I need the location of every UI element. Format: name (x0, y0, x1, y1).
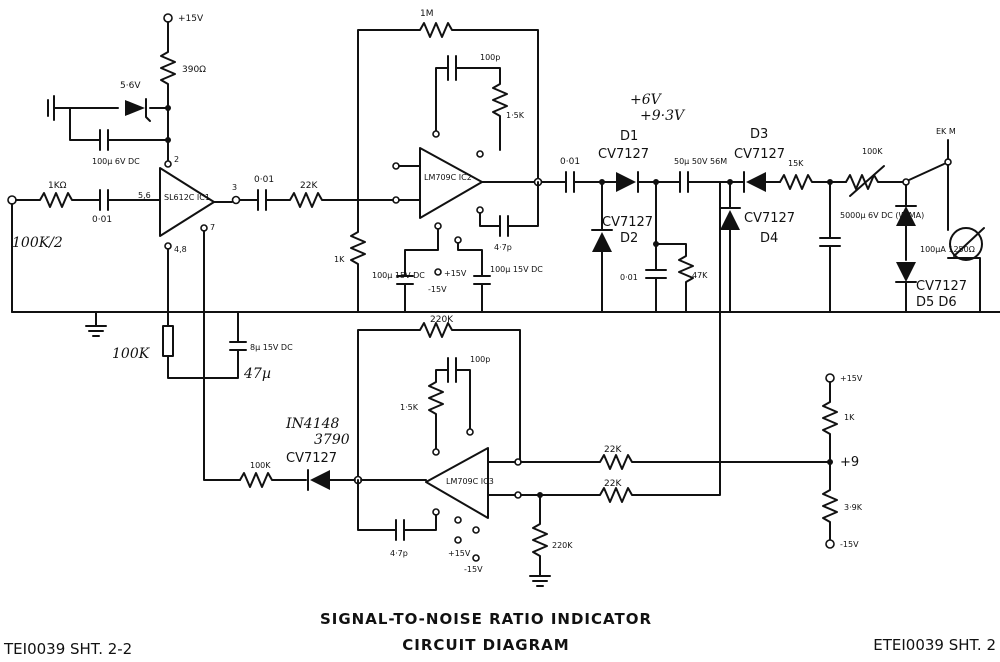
d6-diode-symbol (896, 262, 916, 282)
ic1-amplifier (159, 167, 215, 237)
meter-symbol (949, 227, 983, 261)
ic3-r15k-label: 1·5K (400, 403, 419, 412)
bias-divider: +15V 1K +9 3·9K -15V (822, 373, 863, 549)
ic2-c100u-b-label: 100µ 15V DC (490, 265, 543, 274)
ic3-c100p-label: 100p (470, 355, 490, 364)
d5-diode-symbol (896, 206, 916, 226)
d3-tag: D3 (750, 127, 768, 142)
ic1-pin3: 3 (232, 183, 237, 192)
d1-label: CV7127 (598, 147, 649, 162)
input-impedance-note: 100K/2 (12, 235, 63, 251)
r47k-label: 47K (692, 271, 708, 280)
bias-minus15-label: -15V (840, 540, 859, 549)
r1k-div-label: 1K (844, 413, 855, 422)
d56-tag: D5 D6 (916, 295, 957, 310)
sheet-ref-left: TEI0039 SHT. 2-2 (3, 640, 132, 658)
ic2-plus15-label: +15V (444, 269, 467, 278)
feedback-diode-path: 100K CV7127 IN4148 3790 (239, 416, 356, 491)
volt-note: +6V (630, 92, 663, 108)
switch-label: EK M (936, 127, 956, 136)
ic3-amplifier (425, 447, 489, 519)
input-terminal[interactable] (7, 195, 17, 205)
zener-label: 5·6V (120, 81, 141, 91)
ic2-r1k-label: 1K (334, 255, 345, 264)
d2-label: CV7127 (602, 215, 653, 230)
diode-note: IN4148 (285, 416, 340, 432)
r22k-a-label: 22K (604, 445, 622, 455)
d56-label: CV7127 (916, 279, 967, 294)
ic2-c47p-label: 4·7p (494, 243, 512, 252)
d4-label: CV7127 (744, 211, 795, 226)
ic2-label: LM709C IC2 (424, 173, 472, 182)
ic3-minus15-label: -15V (464, 565, 483, 574)
ic2-minus15-label: -15V (428, 285, 447, 294)
d3-diode-symbol (746, 172, 766, 192)
sheet-ref-right: ETEI0039 SHT. 2 (873, 636, 996, 654)
ic3-c47p-label: 4·7p (390, 549, 408, 558)
c-in-label: 0·01 (92, 215, 112, 225)
d1-tag: D1 (620, 129, 638, 144)
c-ic1-out-label: 0·01 (254, 175, 274, 185)
d4-tag: D4 (760, 231, 778, 246)
r-ic2-in-label: 22K (300, 181, 318, 191)
ic3-label: LM709C IC3 (446, 477, 494, 486)
c-d2-label: 0·01 (620, 273, 638, 282)
c8u-label: 8µ 15V DC (250, 343, 293, 352)
ic1-pin2: 2 (174, 155, 179, 164)
d-in-label: CV7127 (286, 451, 337, 466)
ic1-label: SL612C IC1 (164, 193, 210, 202)
c-note-label: 47µ (243, 366, 271, 382)
ic3-r220k-fb-label: 220K (430, 315, 454, 325)
r100k-in-label: 100K (250, 461, 271, 470)
plus15-top-label: +15V (178, 14, 204, 24)
pot-100k-label: 100K (862, 147, 883, 156)
ic2-block: 1M LM709C IC2 100p 1·5K 4·7p 1K 100µ 15V… (334, 9, 567, 313)
ic2-c100p-label: 100p (480, 53, 500, 62)
d2-tag: D2 (620, 231, 638, 246)
r390-label: 390Ω (182, 65, 206, 75)
plus15-top-terminal[interactable] (163, 13, 173, 23)
detector-section: 0·01 CV7127 D1 +6V +9·3V 50µ 50V 56M CV7… (560, 92, 985, 496)
c5000-label: 5000µ 6V DC (WIMA) (840, 211, 924, 220)
r-in-label: 1KΩ (48, 181, 67, 191)
ic3-r220k-gnd-label: 220K (552, 541, 573, 550)
diagram-subtitle: CIRCUIT DIAGRAM (402, 636, 569, 654)
r-fb-ic2-label: 1M (420, 9, 434, 19)
bias-plus15-label: +15V (840, 374, 863, 383)
c-bias-label: 100µ 6V DC (92, 157, 140, 166)
zener-diode-symbol (125, 100, 145, 116)
r-note-label: 100K (112, 346, 151, 362)
d1-diode-symbol (616, 172, 636, 192)
ic1-ground-network: 100K 8µ 15V DC 47µ (85, 311, 293, 382)
d-in-diode-symbol (310, 470, 330, 490)
r15k-label: 15K (788, 159, 804, 168)
meter-label: 100µA 1250Ω (920, 245, 975, 254)
c-out-label: 0·01 (560, 157, 580, 167)
mid-supply-label: +9 (840, 455, 859, 470)
diode-note2: 3790 (314, 432, 350, 448)
r39k-div-label: 3·9K (844, 503, 863, 512)
ic1-pin56: 5,6 (138, 191, 151, 200)
ic2-c100u-a-label: 100µ 15V DC (372, 271, 425, 280)
r22k-b-label: 22K (604, 479, 622, 489)
d4-diode-symbol (720, 210, 740, 230)
ic3-block: 220K LM709C IC3 100p 1·5K 22K 22K 220K 1… (353, 315, 831, 587)
d3-label: CV7127 (734, 147, 785, 162)
ic2-amplifier (419, 147, 483, 219)
d2-diode-symbol (592, 232, 612, 252)
ic3-plus15-label: +15V (448, 549, 471, 558)
diagram-title: SIGNAL-TO-NOISE RATIO INDICATOR (320, 610, 652, 628)
input-section: 1KΩ 0·01 100K/2 (7, 181, 161, 313)
ic1-block: +15V 390Ω 5·6V 100µ 6V DC SL612C IC1 2 5… (47, 13, 359, 481)
volt-note2: +9·3V (640, 108, 686, 124)
ic1-pin48: 4,8 (174, 245, 187, 254)
ic1-pin7: 7 (210, 223, 215, 232)
ic2-r15k-label: 1·5K (506, 111, 525, 120)
c-mid-label: 50µ 50V 56M (674, 157, 727, 166)
